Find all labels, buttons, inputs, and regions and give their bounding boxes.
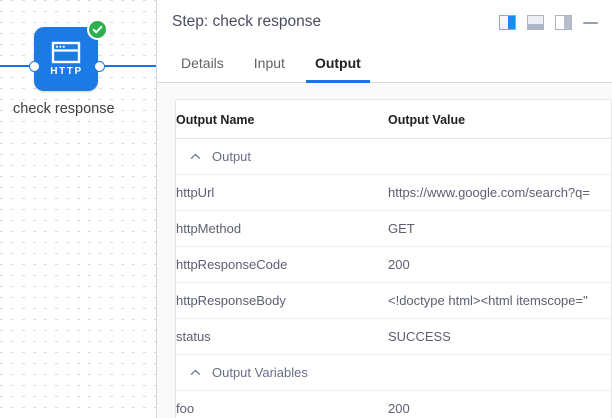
panel-tabs: Details Input Output bbox=[157, 44, 612, 83]
tab-output[interactable]: Output bbox=[305, 44, 370, 83]
check-circle-icon bbox=[87, 19, 108, 40]
output-table-card: Output Name Output Value bbox=[175, 99, 612, 418]
panel-header: Step: check response bbox=[157, 0, 612, 44]
group-cell: Output Variables bbox=[176, 354, 611, 391]
output-name-cell: foo bbox=[176, 401, 195, 416]
output-name-cell: httpMethod bbox=[176, 210, 388, 247]
output-name-cell: httpUrl bbox=[176, 174, 388, 211]
column-header-output-name: Output Name bbox=[176, 100, 388, 139]
output-value-cell: <!doctype html><html itemscope=" bbox=[388, 282, 611, 319]
workflow-node-http[interactable]: HTTP bbox=[34, 27, 98, 91]
node-caption: check response bbox=[13, 101, 115, 117]
output-value-cell: https://www.google.com/search?q= bbox=[388, 174, 611, 211]
chevron-up-icon[interactable] bbox=[190, 151, 201, 162]
column-header-output-value: Output Value bbox=[388, 100, 611, 139]
group-label: Output Variables bbox=[212, 365, 308, 380]
http-browser-icon bbox=[51, 41, 81, 65]
output-table: Output Name Output Value bbox=[176, 100, 611, 418]
panel-title: Step: check response bbox=[172, 13, 322, 30]
table-row[interactable]: httpMethod GET bbox=[176, 210, 611, 247]
output-value-cell: GET bbox=[388, 210, 611, 247]
layout-right-panel-icon[interactable] bbox=[499, 14, 516, 30]
tab-input[interactable]: Input bbox=[253, 55, 285, 71]
group-label: Output bbox=[212, 149, 252, 164]
minimize-icon[interactable] bbox=[583, 15, 598, 29]
layout-side-panel-icon[interactable] bbox=[555, 14, 572, 30]
table-row[interactable]: httpUrl https://www.google.com/search?q= bbox=[176, 174, 611, 211]
output-value-cell: 200 bbox=[388, 246, 611, 283]
table-row[interactable]: status SUCCESS bbox=[176, 318, 611, 355]
node-output-port[interactable] bbox=[94, 61, 105, 72]
step-detail-panel: Step: check response Details Input Outpu… bbox=[157, 0, 612, 418]
table-group-row-output[interactable]: Output bbox=[176, 138, 611, 175]
chevron-up-icon[interactable] bbox=[190, 367, 201, 378]
output-name-cell: status bbox=[176, 318, 388, 355]
output-name-cell: httpResponseCode bbox=[176, 246, 388, 283]
panel-body: Output Name Output Value bbox=[157, 83, 612, 418]
table-row[interactable]: foo 200 bbox=[176, 391, 611, 418]
output-table-head: Output Name Output Value bbox=[176, 100, 611, 139]
table-header-row: Output Name Output Value bbox=[176, 100, 611, 139]
table-row[interactable]: httpResponseBody <!doctype html><html it… bbox=[176, 282, 611, 319]
table-group-row-output-variables[interactable]: Output Variables bbox=[176, 354, 611, 391]
node-input-port[interactable] bbox=[29, 61, 40, 72]
output-value-cell: 200 bbox=[388, 401, 410, 416]
layout-bottom-panel-icon[interactable] bbox=[527, 14, 544, 30]
output-table-body: Output httpUrl https://www.google.com/se… bbox=[176, 138, 611, 418]
output-value-cell: SUCCESS bbox=[388, 318, 611, 355]
group-cell: Output bbox=[176, 138, 611, 175]
output-name-cell: httpResponseBody bbox=[176, 282, 388, 319]
panel-header-actions bbox=[499, 14, 604, 30]
table-row[interactable]: httpResponseCode 200 bbox=[176, 246, 611, 283]
node-icon-label: HTTP bbox=[50, 66, 83, 77]
tab-details[interactable]: Details bbox=[181, 55, 224, 71]
workflow-canvas[interactable]: HTTP check response bbox=[0, 0, 157, 418]
